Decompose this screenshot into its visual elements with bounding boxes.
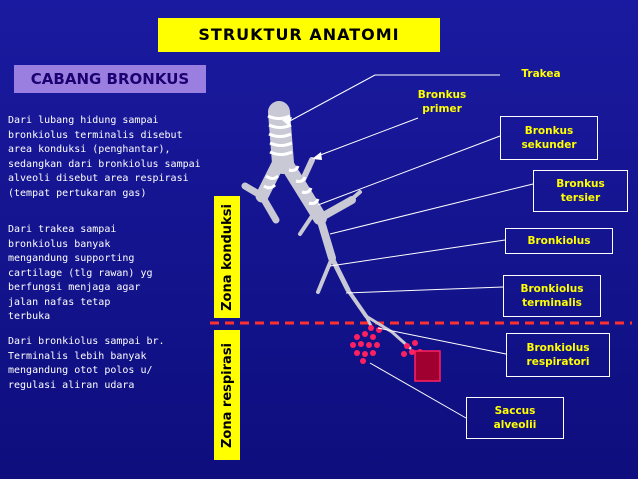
zone-konduksi-label: Zona konduksi xyxy=(214,196,240,318)
alveolar-sac-1 xyxy=(350,325,382,364)
saccus-alveolus-box xyxy=(414,350,441,382)
label-bronkiolus-respiratori: Bronkiolus respiratori xyxy=(506,333,610,377)
label-bronkiolus: Bronkiolus xyxy=(505,228,613,254)
label-bronkus-primer: Bronkus primer xyxy=(417,89,467,115)
cartilage-rings xyxy=(263,114,320,205)
label-trakea: Trakea xyxy=(521,68,561,80)
page-title: STRUKTUR ANATOMI xyxy=(158,18,440,52)
paragraph-otot-polos: Dari bronkiolus sampai br. Terminalis le… xyxy=(8,336,165,391)
paragraph-konduksi-respirasi: Dari lubang hidung sampai bronkiolus ter… xyxy=(8,115,201,199)
arrow-tip-bronkus-primer xyxy=(312,152,322,160)
paragraph-cartilage: Dari trakea sampai bronkiolus banyak men… xyxy=(8,224,153,322)
arrow-tip-trakea xyxy=(282,117,292,126)
label-bronkus-tersier: Bronkus tersier xyxy=(533,170,628,212)
section-title: CABANG BRONKUS xyxy=(14,65,206,93)
label-bronkus-sekunder: Bronkus sekunder xyxy=(500,116,598,160)
bronchial-tree xyxy=(241,101,412,350)
label-saccus-alveolii: Saccus alveolii xyxy=(466,397,564,439)
zone-respirasi-label: Zona respirasi xyxy=(214,330,240,460)
label-bronkiolus-terminalis: Bronkiolus terminalis xyxy=(503,275,601,317)
label-pointers xyxy=(287,74,534,419)
